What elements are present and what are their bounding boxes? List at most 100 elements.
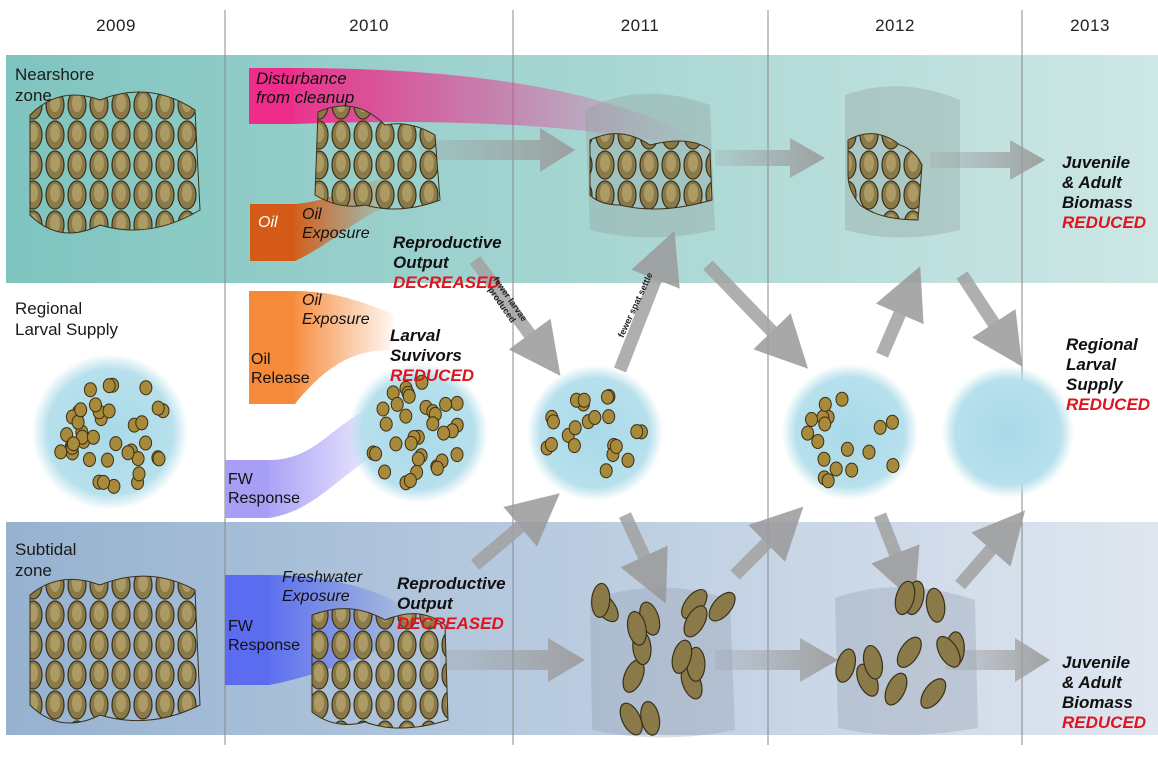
regional-outcome-text: Regional Larval Supply (1066, 335, 1138, 394)
diagonal-arrow (469, 256, 561, 376)
oil-release-label: Oil Release (251, 351, 310, 387)
nearshore-outcome-text: Juvenile & Adult Biomass (1062, 153, 1133, 212)
larva (54, 444, 68, 460)
flow-arrow (420, 128, 575, 172)
larva (609, 439, 623, 454)
larva (426, 416, 440, 432)
subtidal-outcome-label: Juvenile & Adult Biomass REDUCED (1062, 633, 1146, 753)
oyster-reef-clump (589, 133, 713, 210)
larva (86, 429, 100, 445)
larval-survivors-label: Larval Suvivors REDUCED (390, 306, 474, 406)
oil-box (250, 204, 295, 261)
larva (835, 391, 849, 407)
oyster (626, 610, 647, 646)
larva (630, 424, 644, 440)
larva (403, 473, 417, 488)
fw-response-label: FW Response (228, 618, 301, 654)
oyster (862, 644, 884, 680)
repro-output-label: Reproductive Output DECREASED (393, 213, 502, 313)
fw-response-label: FW Response (228, 471, 301, 507)
diagonal-arrow (613, 230, 680, 373)
diagonal-arrow (875, 266, 924, 358)
status-decreased: DECREASED (397, 614, 504, 633)
larva (577, 392, 591, 408)
larva (411, 451, 425, 467)
larva (599, 463, 613, 479)
flow-arrow (440, 638, 585, 682)
larvae-cluster (54, 374, 900, 494)
oyster-reef-clump (29, 575, 201, 724)
disturbance-box (249, 68, 294, 124)
diagonal-arrow (871, 512, 920, 603)
repro-output-label: Reproductive Output DECREASED (397, 554, 506, 654)
larva (71, 414, 85, 430)
oyster (708, 591, 736, 622)
regional-outcome-label: Regional Larval Supply REDUCED (1066, 315, 1150, 435)
larva (805, 412, 818, 427)
larval-survivors-text: Larval Suvivors (390, 326, 462, 365)
larva (811, 434, 825, 449)
larva (845, 462, 859, 478)
larva (437, 425, 451, 441)
larva (821, 473, 835, 489)
zone-label-subtidal: Subtidal zone (15, 540, 77, 580)
oyster (640, 700, 661, 736)
larva (801, 425, 815, 441)
larva (83, 452, 96, 467)
larva (97, 474, 110, 490)
larva (544, 437, 558, 452)
larva (430, 460, 444, 476)
diagonal-arrow (955, 510, 1026, 590)
larva (402, 388, 416, 404)
disturbance-stream (294, 68, 700, 150)
larva (378, 464, 392, 480)
scattered-oysters (591, 580, 965, 736)
larva (404, 435, 418, 451)
larva (886, 458, 900, 473)
year-label: 2011 (620, 16, 660, 35)
larva (101, 452, 114, 468)
diagonal-arrow (730, 506, 804, 580)
larva (376, 401, 390, 417)
larva (399, 408, 413, 424)
diagonal-arrow (703, 260, 809, 369)
year-label: 2013 (1070, 16, 1110, 35)
larva (601, 389, 614, 405)
oil-release-box (249, 291, 295, 404)
oyster (894, 580, 916, 616)
larva (152, 451, 166, 467)
flow-arrow (715, 638, 838, 682)
freshwater-exposure-label: Freshwater Exposure (282, 569, 363, 605)
oyster (936, 635, 961, 668)
larva (151, 400, 165, 416)
fw-response-low-box (225, 575, 269, 685)
oyster-reef-clump (29, 91, 201, 234)
oyster (683, 605, 708, 638)
oil-exposure-label: Oil Exposure (302, 206, 370, 242)
larva (568, 420, 582, 436)
larva (74, 402, 88, 418)
status-decreased: DECREASED (393, 273, 500, 292)
larva (66, 436, 80, 452)
flow-arrow (715, 138, 825, 178)
disturbance-label: Disturbance from cleanup (256, 69, 355, 107)
larva (83, 382, 97, 398)
larva (369, 446, 383, 462)
larva (139, 380, 153, 396)
larva (818, 416, 832, 432)
larva (121, 445, 135, 461)
larval-pool (782, 364, 918, 500)
larva (132, 466, 146, 482)
diagonal-arrow (470, 493, 560, 570)
larva (818, 396, 832, 412)
larva (89, 397, 102, 413)
larva (102, 403, 116, 419)
oyster (835, 648, 857, 683)
oyster (591, 582, 611, 618)
diagonal-arrows (469, 230, 1026, 604)
oyster (884, 672, 908, 706)
oyster (896, 636, 922, 668)
larva (135, 415, 149, 431)
status-reduced: REDUCED (1066, 395, 1151, 414)
